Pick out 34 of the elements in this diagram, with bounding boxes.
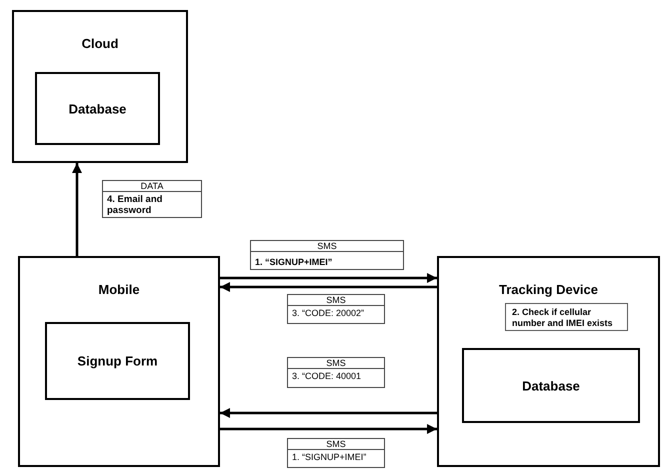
box-label: Database [68, 101, 128, 116]
message-text: 4. Email and password [106, 193, 164, 218]
message-text: 1. “SIGNUP+IMEI” [254, 256, 334, 269]
arrow [220, 408, 437, 418]
message-box [102, 180, 202, 218]
message-text: 3. “CODE: 20002” [291, 307, 366, 320]
box-label: Database [521, 378, 581, 393]
message-box [287, 357, 385, 388]
note-box [505, 303, 628, 331]
note-text: 2. Check if cellular number and IMEI exists [512, 307, 613, 328]
process-box [462, 348, 640, 423]
message-header: SMS [251, 241, 403, 252]
device-panel [437, 256, 660, 467]
message-header: DATA [103, 181, 201, 192]
message-header: SMS [288, 439, 384, 450]
message-box [287, 294, 385, 324]
panel-title: Cloud [80, 36, 120, 51]
process-box [35, 72, 160, 145]
arrow [72, 163, 82, 256]
process-box [45, 322, 190, 400]
arrow [220, 273, 437, 283]
message-text: 3. “CODE: 40001 [291, 370, 362, 383]
box-label: Signup Form [76, 354, 159, 368]
message-box [250, 240, 404, 270]
device-panel [12, 10, 188, 163]
message-header: SMS [288, 358, 384, 369]
panel-title: Tracking Device [498, 282, 599, 297]
panel-title: Mobile [97, 282, 141, 297]
message-text: 1. “SIGNUP+IMEI” [291, 451, 368, 464]
arrow [220, 424, 437, 434]
message-header: SMS [288, 295, 384, 306]
device-panel [18, 256, 220, 467]
arrow [220, 282, 437, 292]
message-box [287, 438, 385, 468]
